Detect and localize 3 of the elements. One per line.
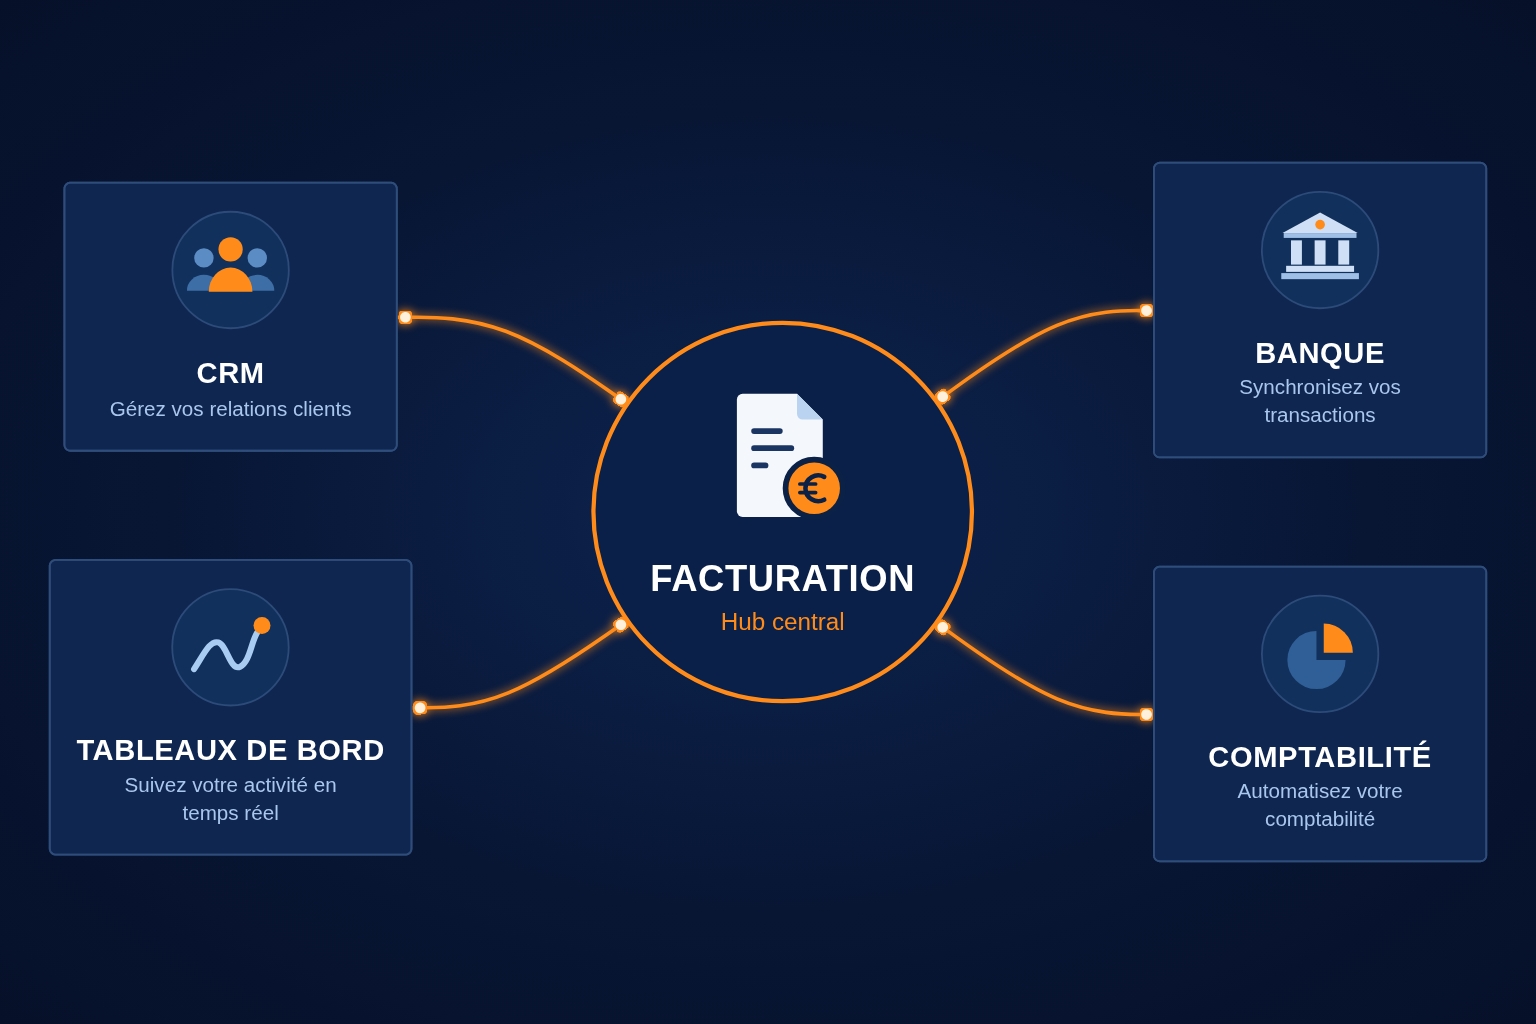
connector [412, 616, 629, 716]
connector [397, 309, 629, 408]
node-circle: FACTURATION Hub central [591, 320, 975, 704]
